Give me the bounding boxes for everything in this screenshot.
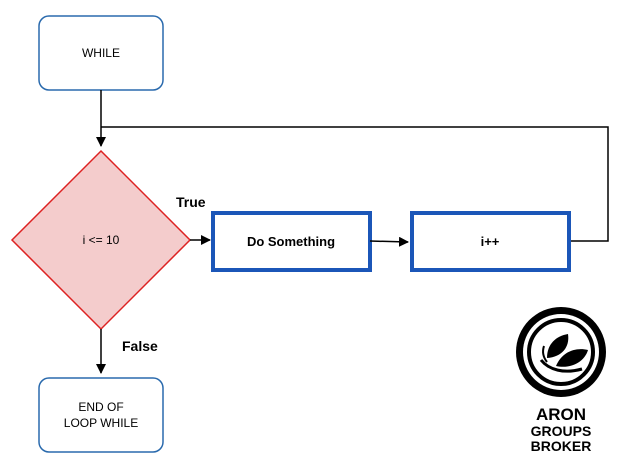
condition-decision: i <= 10 xyxy=(10,149,192,331)
false-label: False xyxy=(122,338,158,354)
end-loop-label-line1: END OF xyxy=(78,400,123,414)
increment-label: i++ xyxy=(481,234,500,249)
end-loop-node: END OF LOOP WHILE xyxy=(38,377,164,453)
logo-text-line1: ARON xyxy=(536,405,586,424)
do-something-node: Do Something xyxy=(211,211,372,272)
leaf-emblem-icon xyxy=(516,307,606,397)
brand-logo: ARON GROUPS BROKER xyxy=(516,307,606,454)
edge-loop-back xyxy=(101,126,609,242)
while-node-label: WHILE xyxy=(82,46,120,60)
logo-text-line3: BROKER xyxy=(531,438,592,454)
logo-text-line2: GROUPS xyxy=(531,423,592,439)
increment-node: i++ xyxy=(410,211,571,272)
condition-label: i <= 10 xyxy=(83,233,120,247)
edge-do-something-to-increment xyxy=(369,236,409,247)
while-node: WHILE xyxy=(38,15,164,91)
do-something-label: Do Something xyxy=(247,234,335,249)
end-loop-label-line2: LOOP WHILE xyxy=(64,416,138,430)
true-label: True xyxy=(176,194,206,210)
